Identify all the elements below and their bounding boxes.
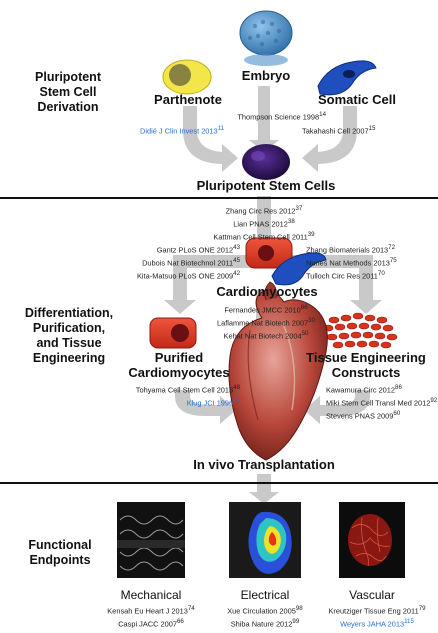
section-divider (0, 197, 438, 199)
section-divider (0, 482, 438, 484)
endpoint-label-vascular: Vascular (349, 588, 395, 602)
node-label-psc: Pluripotent Stem Cells (196, 178, 336, 193)
citation-takahashi: Takahashi Cell 200715 (302, 125, 376, 136)
citations-cardiomyocyte-right: Zhang Biomaterials 201372 Nunes Nat Meth… (306, 244, 397, 281)
citations-mechanical: Kensah Eu Heart J 201374 Caspi JACC 2007… (107, 605, 195, 629)
electrical-endpoint-image (229, 502, 301, 578)
endpoint-label-mechanical: Mechanical (120, 588, 182, 602)
node-label-embryo: Embryo (241, 68, 291, 83)
arrow-purified-to-transplant (175, 390, 236, 424)
arrow-embryo-to-psc (249, 86, 279, 152)
heart-illustration (228, 281, 328, 461)
psc-cell-illustration (242, 144, 290, 180)
section-label-differentiation: Differentiation, Purification, and Tissu… (24, 306, 114, 365)
endpoint-label-electrical: Electrical (240, 588, 290, 602)
citations-cardiomyocyte-center: Zhang Circ Res 201237 Lian PNAS 201238 K… (213, 205, 315, 242)
arrow-constructs-to-transplant (304, 390, 370, 424)
arrow-cm-to-constructs (290, 255, 382, 314)
vascular-endpoint-image (339, 502, 405, 578)
arrow-transplant-to-electrical (249, 474, 279, 504)
citation-thompson: Thompson Science 199814 (237, 111, 326, 122)
arrow-psc-to-cm (257, 196, 271, 238)
node-label-somatic: Somatic Cell (317, 92, 397, 107)
parthenote-cell-illustration (162, 59, 212, 95)
citations-purified: Tohyama Cell Stem Cell 201348 Klug JCI 1… (135, 384, 240, 408)
arrow-somatic-to-psc (302, 106, 357, 172)
mechanical-endpoint-image (117, 502, 185, 578)
node-label-parthenote: Parthenote (154, 92, 222, 107)
citations-heart-center: Fernandes JMCC 201086 Laflamme Nat Biote… (216, 304, 316, 341)
node-label-cardiomyocytes: Cardiomyocytes (216, 284, 318, 299)
cardiomyocyte-illustration (245, 237, 327, 286)
node-label-transplantation: In vivo Transplantation (193, 457, 335, 472)
citations-cardiomyocyte-left: Gantz PLoS ONE 201243 Dubois Nat Biotech… (137, 244, 240, 281)
somatic-cell-illustration (317, 60, 377, 96)
citation-didie: Didié J Clin Invest 201311 (140, 125, 225, 136)
citations-constructs: Kawamura Circ 201286 Miki Stem Cell Tran… (326, 384, 438, 421)
arrow-parthenote-to-psc (183, 106, 238, 172)
section-label-endpoints: Functional Endpoints (28, 538, 92, 567)
embryo-cell-illustration (239, 10, 293, 66)
node-label-purified: Purified Cardiomyocytes (128, 350, 230, 380)
section-label-derivation: Pluripotent Stem Cell Derivation (35, 70, 101, 114)
node-label-constructs: Tissue Engineering Constructs (306, 350, 426, 380)
purified-cell-illustration (149, 317, 197, 349)
citations-vascular: Kreutziger Tissue Eng 201179 Weyers JAHA… (328, 605, 426, 629)
citations-electrical: Xue Circulation 200598 Shiba Nature 2012… (227, 605, 303, 629)
